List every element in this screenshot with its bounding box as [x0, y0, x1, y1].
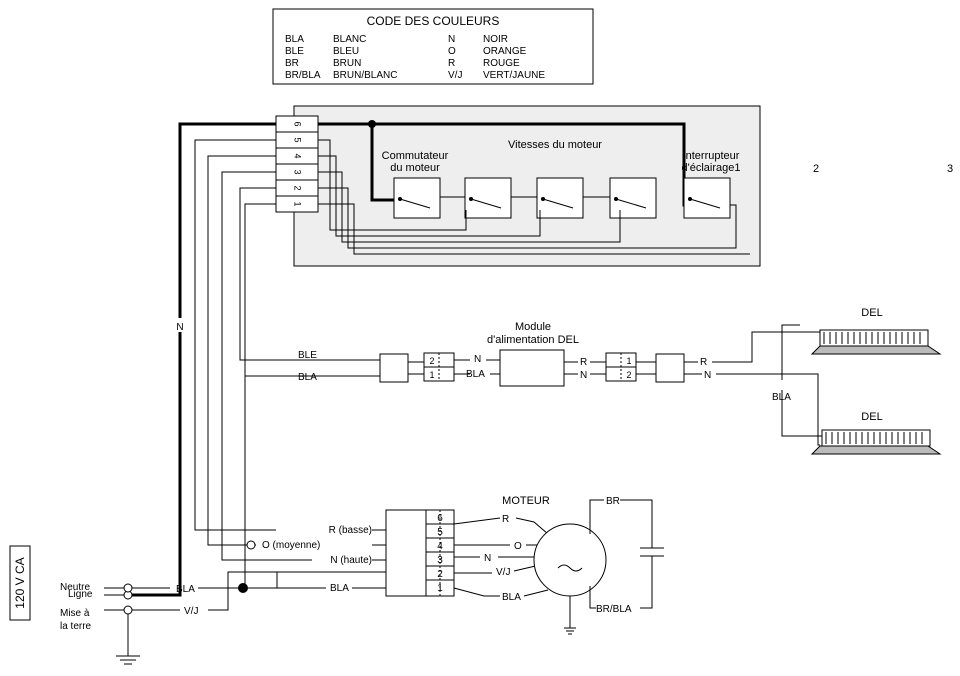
- legend-name: VERT/JAUNE: [483, 70, 545, 81]
- neutre-label: Neutre: [60, 582, 90, 593]
- led-label: DEL: [861, 307, 882, 319]
- wire-label-bla: BLA: [330, 583, 349, 594]
- light-switch-label: d'éclairage1: [682, 162, 741, 174]
- terre-label: la terre: [60, 621, 92, 632]
- wire-label-o: O: [514, 541, 522, 552]
- legend-name: BRUN/BLANC: [333, 70, 397, 81]
- light-switch-label: Interrupteur: [683, 150, 740, 162]
- wire-label-br: BR: [606, 496, 620, 507]
- terminal-number: 3: [293, 169, 303, 174]
- side-label-2: 2: [813, 163, 819, 175]
- legend-name: NOIR: [483, 34, 508, 45]
- wire-label-o-moyenne: O (moyenne): [262, 540, 320, 551]
- terminal-number: 6: [293, 121, 303, 126]
- wire-label-r: R: [700, 357, 707, 368]
- terminal-number: 5: [293, 137, 303, 142]
- wire-label-n: N: [176, 322, 183, 333]
- wire-label-n: N: [580, 370, 587, 381]
- wire-label-n: N: [474, 354, 481, 365]
- motor-terminal: 5: [437, 527, 443, 538]
- motor-terminal: 6: [437, 513, 443, 524]
- legend-name: ORANGE: [483, 46, 527, 57]
- legend-code: BLA: [285, 34, 304, 45]
- wire-label-vj: V/J: [496, 567, 510, 578]
- motor-label: MOTEUR: [502, 495, 550, 507]
- motor-terminal: 1: [437, 583, 443, 594]
- legend-name: BLEU: [333, 46, 359, 57]
- color-code-legend: CODE DES COULEURS BLA BLANC BLE BLEU BR …: [272, 8, 594, 85]
- motor: [533, 523, 607, 597]
- motor-speeds-label: Vitesses du moteur: [508, 139, 602, 151]
- motor-circuit: R (basse) O (moyenne) N (haute) BLA 6 5 …: [243, 495, 664, 635]
- terminal-number: 2: [293, 185, 303, 190]
- terminal-number: 1: [293, 201, 303, 206]
- legend-code: R: [448, 58, 455, 69]
- led-power-module: [499, 349, 565, 387]
- switch-speed: [609, 177, 657, 219]
- legend-name: BLANC: [333, 34, 366, 45]
- wire-label-br-bla: BR/BLA: [596, 604, 632, 615]
- connector-pin: 2: [626, 370, 631, 380]
- motor-terminal: 2: [437, 569, 443, 580]
- wire-label-bla: BLA: [176, 584, 195, 595]
- legend-code: BR/BLA: [285, 70, 321, 81]
- switch-speed: [464, 177, 512, 219]
- led-light-top: DEL: [810, 307, 942, 355]
- terre-label: Mise à: [60, 608, 90, 619]
- motor-terminal: 4: [437, 541, 443, 552]
- wire-label-bla: BLA: [466, 369, 485, 380]
- led-circuit: BLE BLA 2 1 N BLA Module d'alimentation …: [298, 321, 822, 446]
- power-supply: 120 V CA Ligne Neutre Neutre Neutre Mise…: [9, 545, 277, 665]
- wire-label-n: N: [484, 553, 491, 564]
- legend-name: ROUGE: [483, 58, 520, 69]
- legend-name: BRUN: [333, 58, 361, 69]
- switch-speed: [536, 177, 584, 219]
- wire-label-bla: BLA: [298, 372, 317, 383]
- connector-pin: 1: [429, 370, 434, 380]
- wire-label-vj: V/J: [184, 606, 198, 617]
- wire-label-bla: BLA: [502, 592, 521, 603]
- legend-code: N: [448, 34, 455, 45]
- legend-code: BLE: [285, 46, 304, 57]
- voltage-label: 120 V CA: [13, 557, 27, 608]
- commutator-label: du moteur: [390, 162, 440, 174]
- wire-label-n-haute: N (haute): [330, 555, 372, 566]
- legend-title: CODE DES COULEURS: [367, 14, 500, 28]
- led-light-bottom: DEL: [810, 411, 942, 455]
- switch-commutator: [393, 177, 441, 219]
- connector-pin: 1: [626, 356, 631, 366]
- led-module-label: Module: [515, 321, 551, 333]
- ligne-label: Ligne: [68, 589, 93, 600]
- commutator-label: Commutateur: [382, 150, 449, 162]
- led-module-label: d'alimentation DEL: [487, 334, 579, 346]
- wire-label-n: N: [704, 370, 711, 381]
- terminal-number: 4: [293, 153, 303, 158]
- legend-code: O: [448, 46, 456, 57]
- wire-label-r-basse: R (basse): [329, 525, 372, 536]
- motor-terminal: 3: [437, 555, 443, 566]
- side-label-3: 3: [947, 163, 953, 175]
- wire-label-r: R: [580, 357, 587, 368]
- wire-label-ble: BLE: [298, 350, 317, 361]
- switch-light: [683, 177, 731, 219]
- led-label: DEL: [861, 411, 882, 423]
- connector-pin: 2: [429, 356, 434, 366]
- wire-label-bla: BLA: [772, 392, 791, 403]
- wire-label-r: R: [502, 514, 509, 525]
- switch-panel: Vitesses du moteur Commutateur du moteur…: [275, 105, 761, 267]
- legend-code: V/J: [448, 70, 462, 81]
- switch-terminal-block: 6 5 4 3 2 1: [275, 115, 319, 213]
- legend-code: BR: [285, 58, 299, 69]
